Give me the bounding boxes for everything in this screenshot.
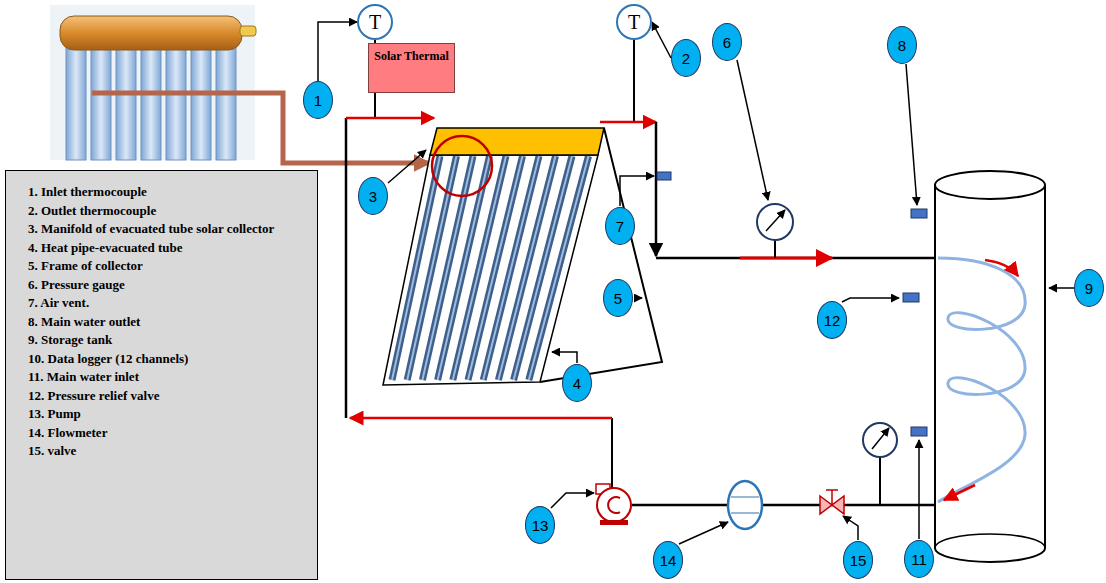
callout-number: 9 [1074, 269, 1104, 307]
callout-number: 2 [671, 39, 701, 77]
callout-number-text: 3 [369, 189, 377, 204]
callout-number-text: 5 [614, 291, 622, 306]
pressure-relief-valve [903, 293, 919, 302]
callout-number-text: 7 [616, 219, 624, 234]
key-item: 13. Pump [28, 405, 307, 424]
thermocouple-symbol: T [616, 4, 652, 40]
key-item: 11. Main water inlet [28, 368, 307, 387]
second-pressure-gauge [863, 423, 897, 505]
callout-number: 11 [904, 540, 934, 578]
callout-number-text: 8 [898, 38, 906, 53]
callout-number: 14 [653, 541, 684, 579]
thermocouple-letter: T [628, 12, 640, 32]
thermocouple-letter: T [369, 12, 381, 32]
main-water-outlet [911, 209, 927, 218]
thermocouple-symbol: T [357, 4, 393, 40]
callout-number-text: 13 [532, 518, 549, 533]
callout-number-text: 4 [573, 376, 581, 391]
key-item: 5. Frame of collector [28, 257, 307, 276]
callout-number-text: 14 [660, 553, 677, 568]
key-item: 7. Air vent. [28, 294, 307, 313]
key-item: 9. Storage tank [28, 331, 307, 350]
key-item: 15. valve [28, 442, 307, 461]
leader-lines [388, 60, 1074, 544]
key-item: 3. Manifold of evacuated tube solar coll… [28, 220, 307, 239]
pump-symbol [596, 484, 631, 525]
pressure-gauge [757, 204, 793, 258]
callout-number: 4 [562, 364, 592, 402]
key-item: 4. Heat pipe-evacuated tube [28, 239, 307, 258]
callout-number: 3 [358, 177, 388, 215]
callout-number: 8 [887, 26, 917, 64]
valve-symbol [820, 490, 844, 514]
callout-number-text: 11 [911, 552, 927, 567]
key-item: 2. Outlet thermocouple [28, 202, 307, 221]
leader-arrow [318, 22, 357, 81]
flowmeter-symbol [728, 481, 762, 529]
piping [346, 40, 935, 505]
callout-number-text: 2 [682, 51, 690, 66]
callout-number: 12 [817, 301, 848, 339]
key-item: 6. Pressure gauge [28, 276, 307, 295]
callout-number-text: 6 [723, 35, 731, 50]
air-vent [657, 172, 671, 180]
heat-exchanger-coil [938, 258, 1025, 502]
callout-number: 5 [603, 279, 633, 317]
key-box: 1. Inlet thermocouple2. Outlet thermocou… [5, 170, 318, 580]
key-item: 1. Inlet thermocouple [28, 183, 307, 202]
detail-pointer [92, 93, 428, 163]
tube-photo [50, 5, 256, 160]
title-box: Solar Thermal [368, 43, 455, 93]
callout-number-text: 1 [314, 93, 322, 108]
storage-tank [903, 171, 1045, 562]
key-item: 14. Flowmeter [28, 424, 307, 443]
callout-number-text: 9 [1085, 281, 1093, 296]
main-water-inlet [911, 427, 927, 436]
leader-arrow [652, 22, 671, 58]
callout-number: 7 [605, 207, 635, 245]
box-label: Solar Thermal [373, 49, 450, 64]
callout-number: 1 [303, 81, 333, 119]
callout-number-text: 15 [850, 553, 867, 568]
solar-collector [383, 128, 662, 385]
key-item: 8. Main water outlet [28, 313, 307, 332]
key-item: 12. Pressure relief valve [28, 387, 307, 406]
callout-number: 15 [843, 541, 874, 579]
callout-number: 6 [712, 23, 742, 61]
key-item: 10. Data logger (12 channels) [28, 350, 307, 369]
callout-number-text: 12 [824, 313, 841, 328]
callout-number: 13 [525, 506, 556, 544]
